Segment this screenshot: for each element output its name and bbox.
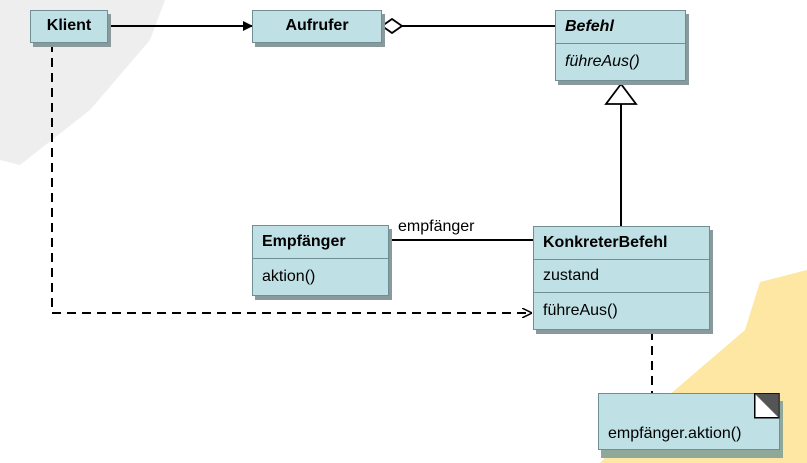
class-empfaenger-name: Empfänger: [253, 226, 388, 259]
class-befehl-name: Befehl: [556, 11, 685, 44]
aggregation-diamond: [380, 17, 404, 35]
note-folded-corner-icon: [754, 393, 780, 419]
class-empfaenger: Empfänger aktion(): [252, 225, 389, 296]
class-aufrufer: Aufrufer: [252, 10, 382, 43]
class-befehl-operation: führeAus(): [565, 52, 640, 70]
class-konkreterbefehl: KonkreterBefehl zustand führeAus(): [533, 226, 710, 330]
note-text: empfänger.aktion(): [608, 425, 742, 442]
class-konkreterbefehl-attribute: zustand: [534, 260, 709, 293]
association-role-label: empfänger: [398, 218, 475, 235]
class-befehl: Befehl führeAus(): [555, 10, 686, 81]
class-aufrufer-name: Aufrufer: [285, 17, 349, 34]
class-konkreterbefehl-name: KonkreterBefehl: [534, 227, 709, 260]
class-konkreterbefehl-operation: führeAus(): [543, 301, 618, 319]
dependency-klient-konkreterbefehl: [51, 43, 531, 313]
note: empfänger.aktion(): [598, 393, 780, 450]
class-empfaenger-operation: aktion(): [262, 267, 316, 285]
class-klient: Klient: [30, 10, 108, 43]
generalization-triangle: [604, 82, 638, 105]
class-klient-name: Klient: [46, 17, 92, 34]
